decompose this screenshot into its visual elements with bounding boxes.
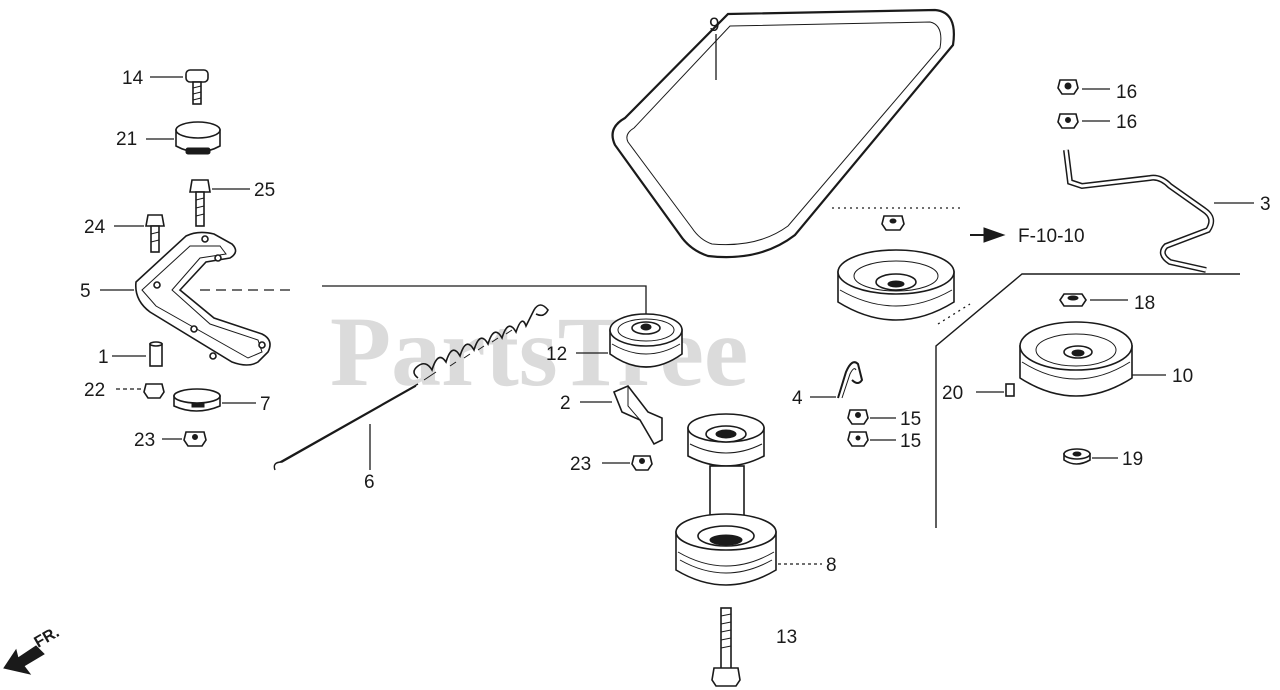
callout-4: 4 bbox=[792, 388, 803, 409]
nut-22 bbox=[143, 383, 165, 399]
tension-spring-6 bbox=[273, 304, 549, 471]
nut-15-lower bbox=[847, 431, 869, 447]
callout-5: 5 bbox=[80, 281, 91, 302]
bolt-14 bbox=[185, 69, 209, 105]
nut-23-center bbox=[631, 455, 653, 471]
clip-4 bbox=[837, 361, 864, 399]
callout-9: 9 bbox=[709, 15, 720, 36]
callout-20: 20 bbox=[942, 383, 963, 404]
bracket-2 bbox=[612, 385, 663, 446]
nut-top-pulley bbox=[881, 215, 905, 231]
ref-dotted-line-2 bbox=[937, 303, 971, 325]
callout-21: 21 bbox=[116, 129, 137, 150]
pulley-ref bbox=[837, 249, 955, 321]
key-20 bbox=[1005, 383, 1015, 397]
callout-14: 14 bbox=[122, 68, 144, 89]
callout-24: 24 bbox=[84, 217, 106, 238]
reference-arrow bbox=[970, 227, 1006, 243]
nut-16-upper bbox=[1057, 79, 1079, 95]
reference-label: F-10-10 bbox=[1018, 226, 1085, 247]
callout-7: 7 bbox=[260, 394, 271, 415]
callout-18: 18 bbox=[1134, 293, 1155, 314]
bolt-24 bbox=[145, 214, 165, 253]
idler-pulley-12 bbox=[609, 313, 683, 368]
bracket-5 bbox=[134, 231, 271, 366]
callout-1: 1 bbox=[98, 347, 109, 368]
callout-15-lower: 15 bbox=[900, 431, 921, 452]
bolt-13 bbox=[711, 607, 741, 687]
double-pulley-8 bbox=[675, 413, 777, 586]
watermark: PartsTree bbox=[330, 296, 748, 407]
pulley-10 bbox=[1019, 321, 1133, 397]
nut-18 bbox=[1059, 293, 1087, 307]
callout-16-lower: 16 bbox=[1116, 112, 1137, 133]
callout-22: 22 bbox=[84, 380, 105, 401]
callout-23-center: 23 bbox=[570, 454, 591, 475]
nut-15-upper bbox=[847, 409, 869, 425]
callout-15-upper: 15 bbox=[900, 409, 921, 430]
callout-23-left: 23 bbox=[134, 430, 155, 451]
mount-21 bbox=[175, 121, 221, 155]
callout-12: 12 bbox=[546, 344, 567, 365]
callout-10: 10 bbox=[1172, 366, 1193, 387]
callout-25: 25 bbox=[254, 180, 275, 201]
callout-3: 3 bbox=[1260, 194, 1271, 215]
callout-8: 8 bbox=[826, 555, 837, 576]
rod-3 bbox=[1063, 149, 1215, 273]
nut-23-left bbox=[183, 431, 207, 447]
v-belt bbox=[611, 8, 955, 259]
callout-13: 13 bbox=[776, 627, 797, 648]
bolt-25 bbox=[189, 179, 211, 227]
washer-19 bbox=[1063, 448, 1091, 465]
callout-2: 2 bbox=[560, 393, 571, 414]
nut-16-lower bbox=[1057, 113, 1079, 129]
collar-1 bbox=[149, 341, 163, 367]
front-arrow-icon bbox=[3, 645, 45, 675]
callout-16-upper: 16 bbox=[1116, 82, 1137, 103]
washer-7 bbox=[173, 388, 221, 412]
assembly-line bbox=[322, 285, 647, 316]
callout-19: 19 bbox=[1122, 449, 1143, 470]
sub-assembly-frame bbox=[935, 273, 1240, 528]
callout-6: 6 bbox=[364, 472, 375, 493]
